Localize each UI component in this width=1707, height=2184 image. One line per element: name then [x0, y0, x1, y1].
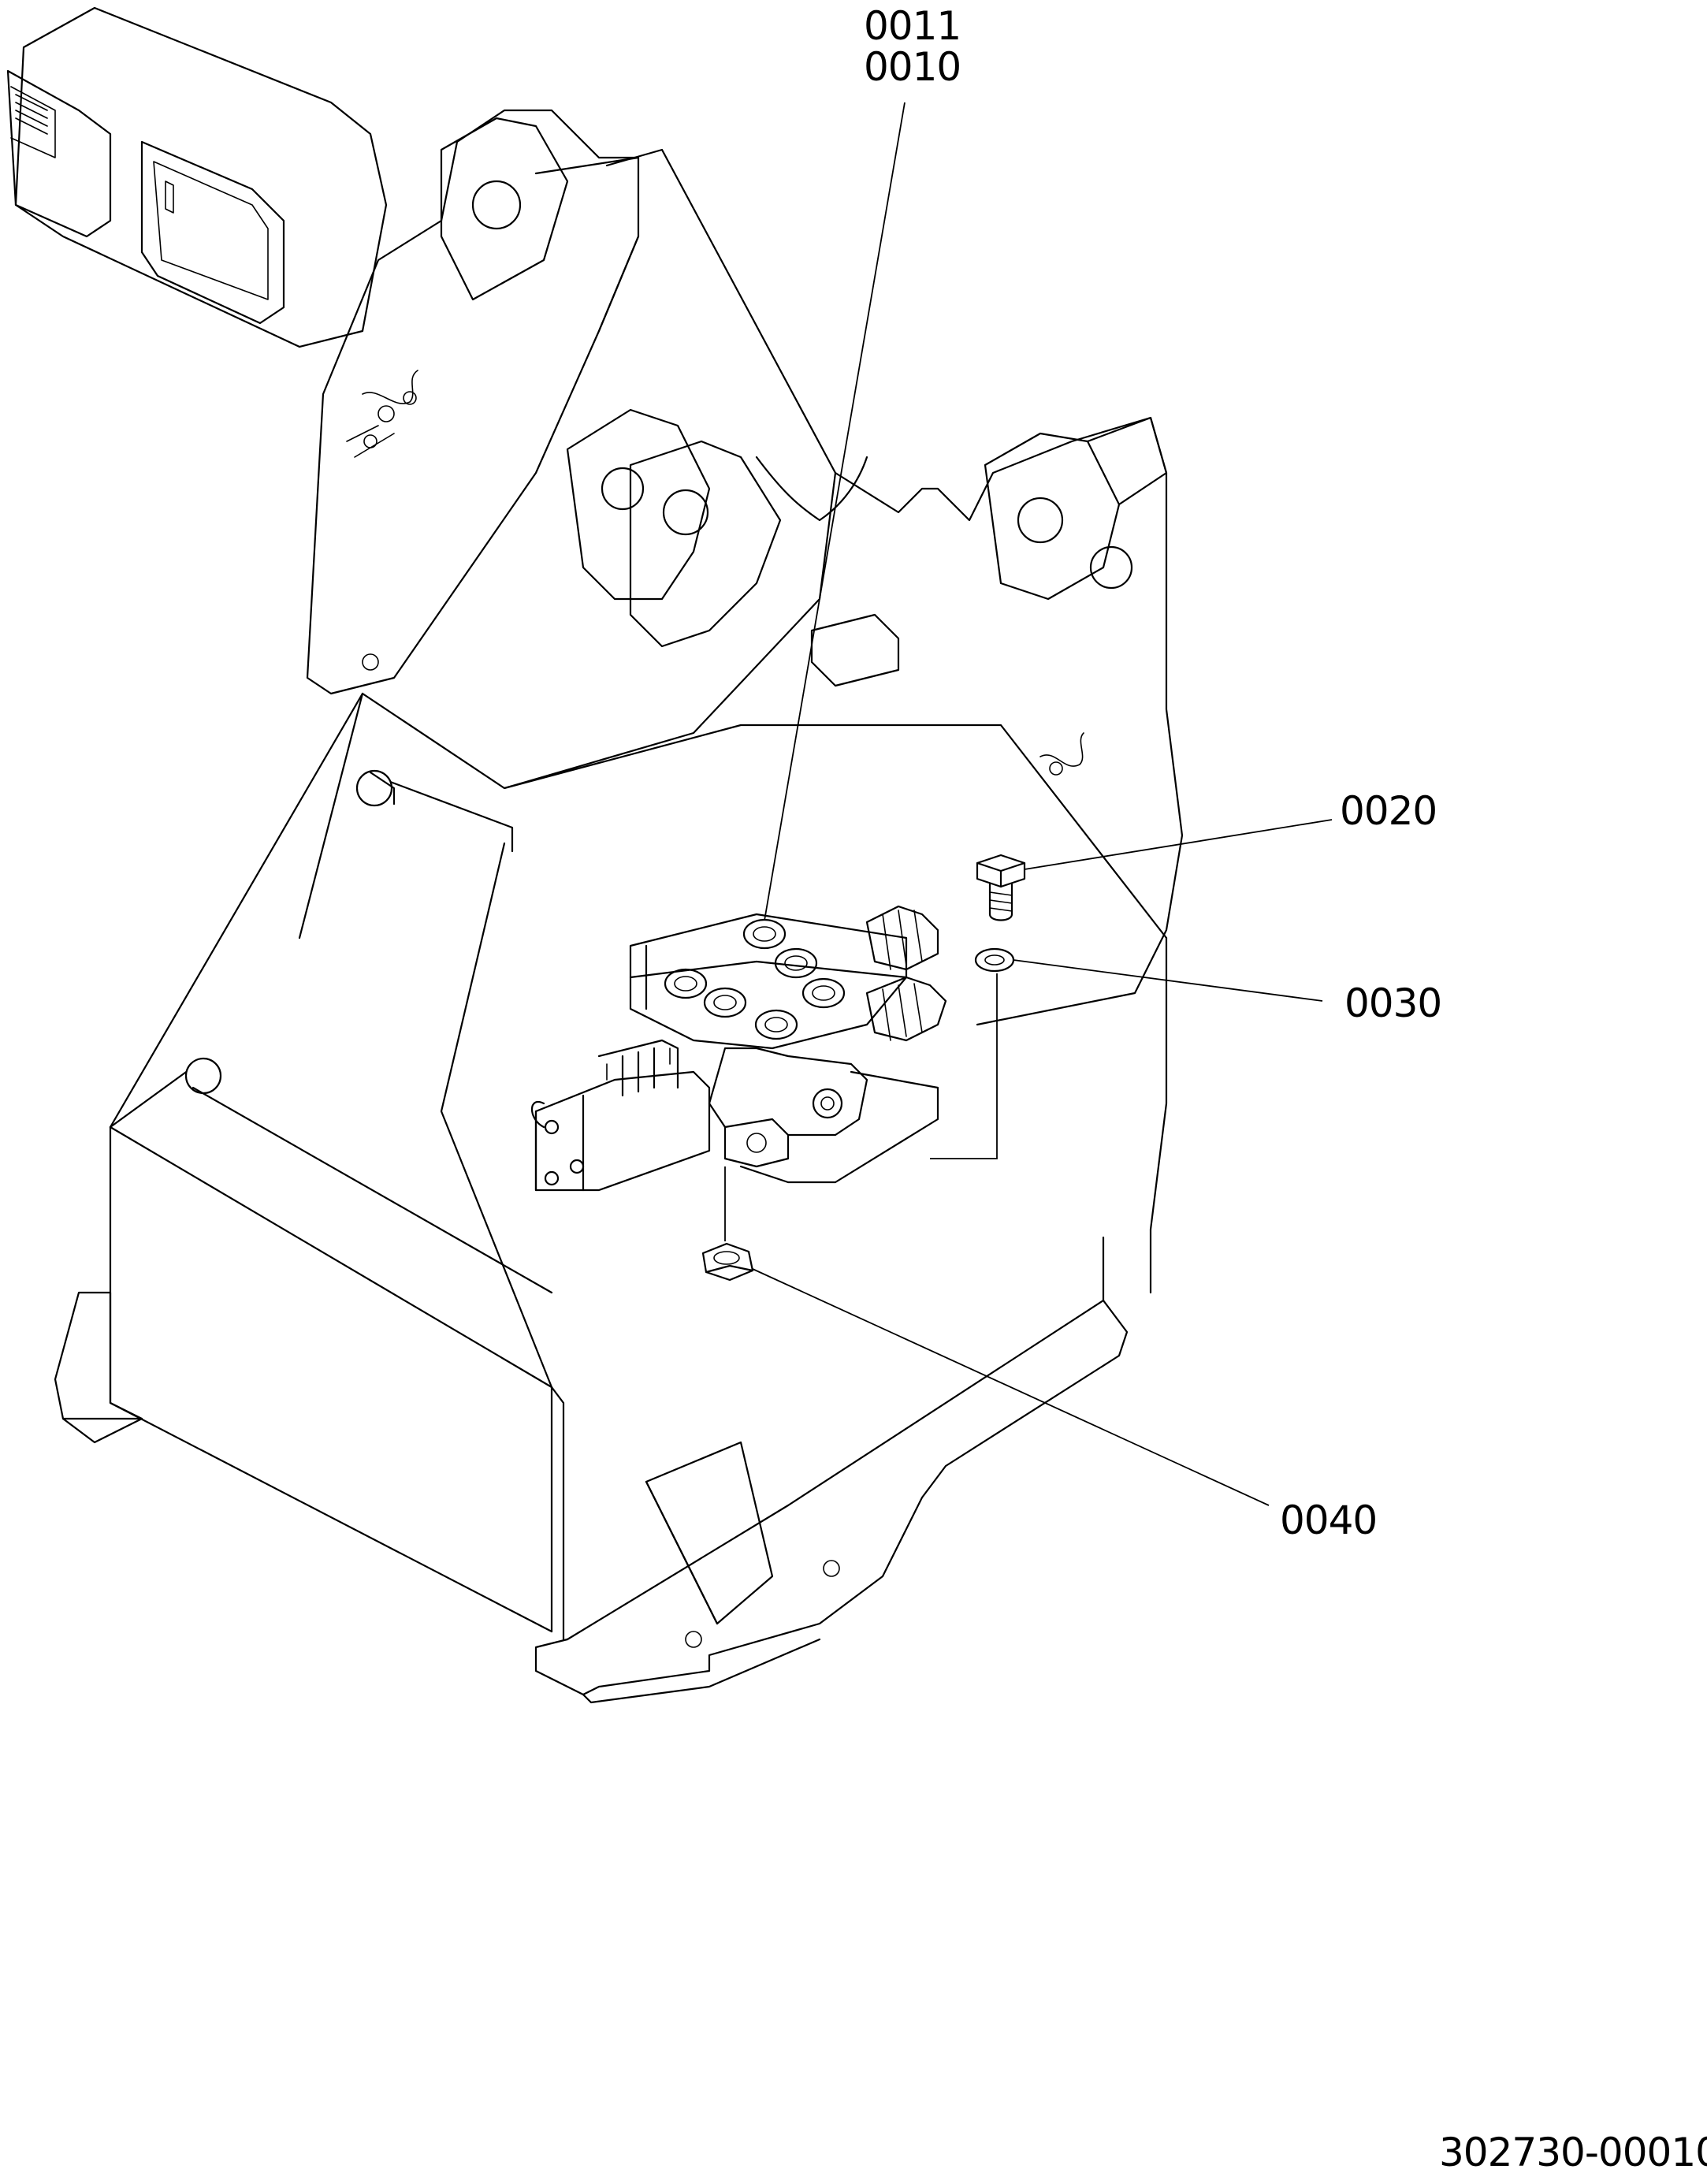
callout-0030: 0030 — [1344, 980, 1442, 1026]
drawing-number: 302730-00010 — [1439, 2130, 1707, 2175]
control-valve-assembly — [531, 905, 947, 1192]
bolt-0020 — [976, 854, 1026, 921]
callout-0040: 0040 — [1280, 1498, 1378, 1543]
center-boom-bracket — [503, 148, 1184, 1026]
main-frame-housing — [109, 692, 1168, 1641]
washer-0030 — [974, 947, 1015, 973]
assembly-axis-lines — [724, 973, 998, 1241]
work-lamp-housing — [6, 6, 388, 348]
callout-0020: 0020 — [1340, 788, 1437, 834]
base-plate — [54, 1291, 1129, 1704]
nut-0040 — [701, 1242, 754, 1282]
leader-lines — [752, 102, 1333, 1506]
left-frame-plate — [306, 109, 640, 695]
callout-0010: 0010 — [864, 44, 961, 90]
callout-0011: 0011 — [864, 3, 961, 49]
